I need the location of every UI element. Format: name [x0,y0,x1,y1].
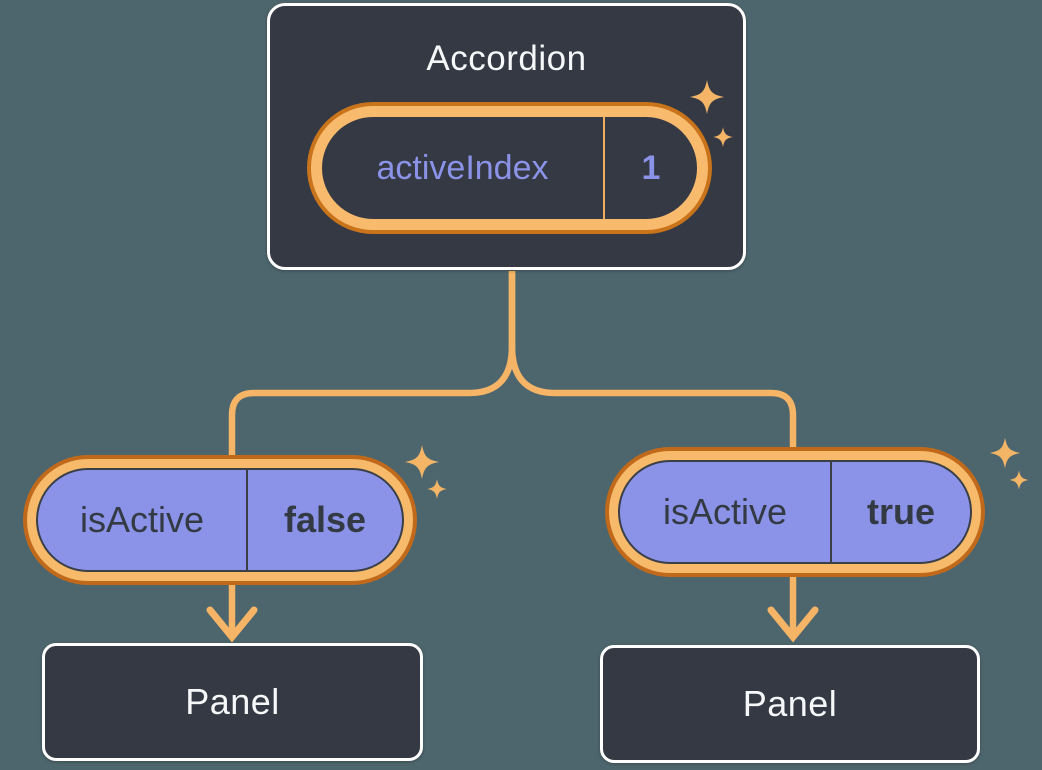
sparkle-icon [1009,470,1029,490]
prop-pill-right-value: true [866,491,935,532]
prop-pill-right-label: isActive [662,491,788,532]
arrow-down-icon [206,606,258,643]
state-pill-value: 1 [641,148,661,187]
branch-right-line [508,271,797,632]
prop-pill-left-label: isActive [79,499,205,540]
state-pill: activeIndex 1 [311,106,708,230]
arrow-down-icon [767,606,819,643]
branch-left-line [228,271,516,632]
accordion-title: Accordion [426,39,587,78]
sparkle-icon [405,445,439,479]
prop-pill-right-divider [830,462,832,562]
prop-pill-left: isActive false [36,468,404,572]
state-pill-label: activeIndex [376,148,549,187]
sparkle-icon [989,437,1021,469]
accordion-node: Accordion activeIndex 1 [267,3,746,270]
state-pill-divider [603,117,605,219]
sparkle-icon [427,479,447,499]
panel-node-left: Panel [42,643,423,761]
panel-node-right: Panel [600,645,980,763]
prop-pill-left-value: false [283,499,367,540]
prop-pill-right: isActive true [618,460,972,564]
